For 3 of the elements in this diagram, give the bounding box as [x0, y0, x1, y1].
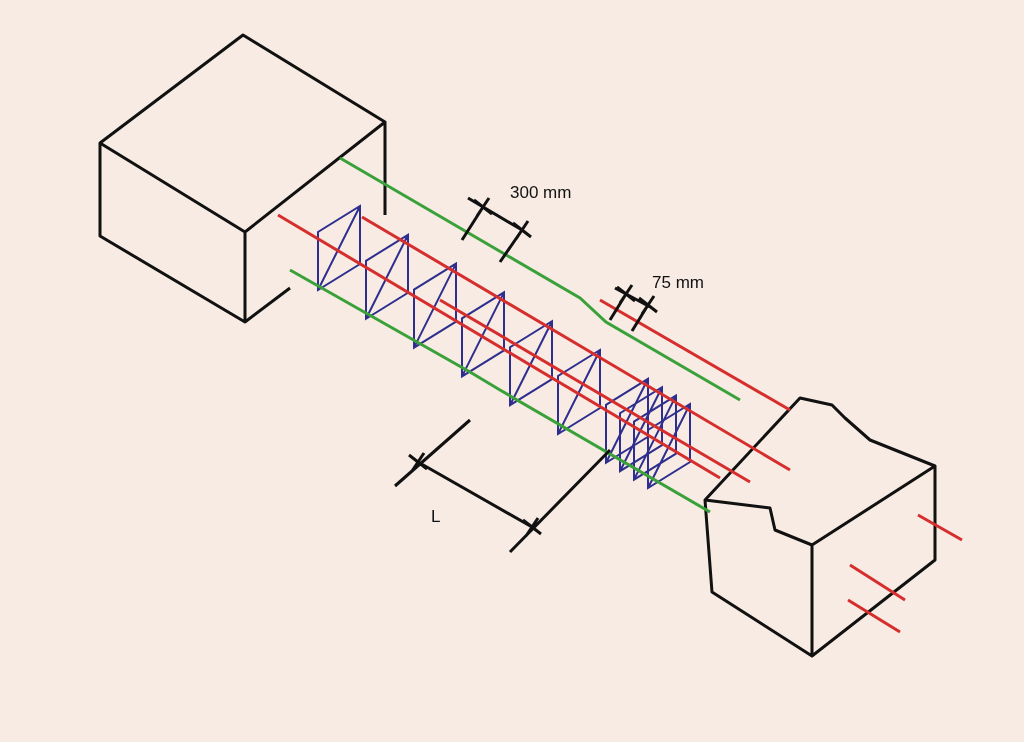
dimension-label: 300 mm [510, 184, 572, 201]
dimension-label: L [431, 508, 441, 525]
dimension-label: 75 mm [652, 274, 704, 291]
